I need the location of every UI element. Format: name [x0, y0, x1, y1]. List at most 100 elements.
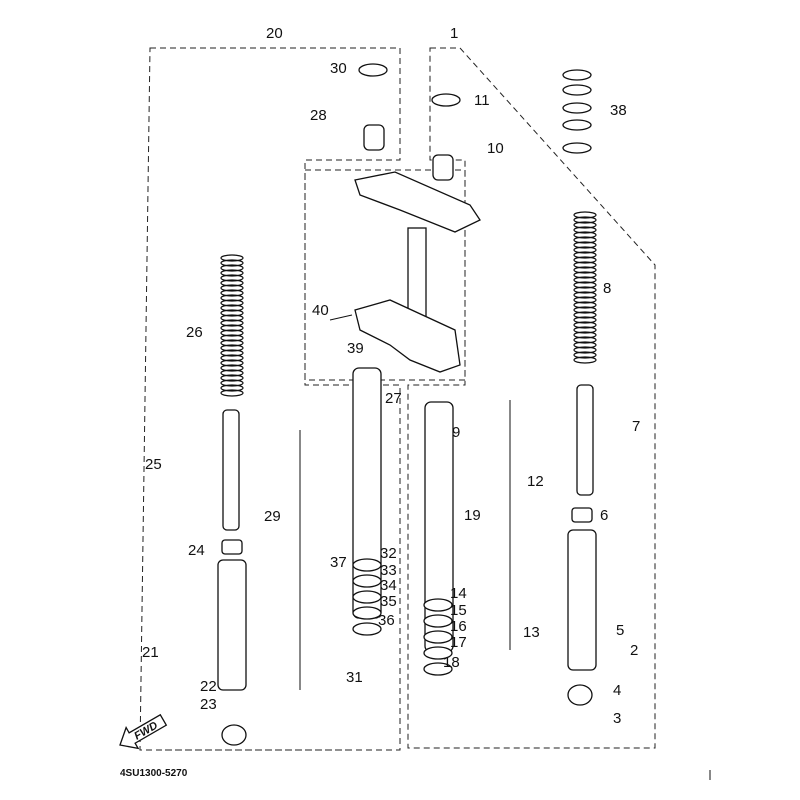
callout-2: 2: [630, 642, 638, 659]
bearing-set-38: [562, 69, 592, 154]
seal-ring: [423, 614, 453, 628]
spring-coil: [220, 319, 244, 327]
spring-coil: [220, 384, 244, 392]
callout-30: 30: [330, 60, 347, 77]
callout-35: 35: [380, 593, 397, 610]
spring-coil: [220, 259, 244, 267]
spring-coil: [220, 279, 244, 287]
spring-coil: [573, 271, 597, 279]
spring-coil: [573, 346, 597, 354]
callout-23: 23: [200, 696, 217, 713]
spring-coil: [220, 304, 244, 312]
seal-ring: [352, 574, 382, 588]
spring-coil: [573, 316, 597, 324]
callout-19: 19: [464, 507, 481, 524]
forward-arrow-icon: FWD: [119, 713, 168, 750]
callout-1: 1: [450, 25, 458, 42]
callout-24: 24: [188, 542, 205, 559]
slide-bushing-24: [221, 539, 243, 555]
callout-4: 4: [613, 682, 621, 699]
bolt-40: [329, 314, 353, 321]
callout-34: 34: [380, 577, 397, 594]
spring-coil: [220, 269, 244, 277]
seal-ring: [423, 662, 453, 676]
spring-coil: [573, 221, 597, 229]
spring-coil: [573, 321, 597, 329]
part-code: 4SU1300-5270: [120, 768, 188, 779]
callout-18: 18: [443, 654, 460, 671]
spring-coil: [220, 314, 244, 322]
cap-bolt-28: [363, 124, 385, 151]
fork-spring-left: [220, 254, 244, 397]
callout-37: 37: [330, 554, 347, 571]
under-bracket: [354, 299, 461, 373]
callout-16: 16: [450, 618, 467, 635]
callout-21: 21: [142, 644, 159, 661]
callout-11: 11: [474, 92, 490, 109]
callout-14: 14: [450, 585, 467, 602]
spring-coil: [573, 226, 597, 234]
spring-coil: [573, 291, 597, 299]
callout-15: 15: [450, 602, 467, 619]
spring-coil: [573, 301, 597, 309]
seal-stack-32-36: [352, 558, 382, 636]
spring-coil: [220, 294, 244, 302]
callout-40: 40: [312, 302, 329, 319]
cap-11: [431, 93, 461, 107]
spring-coil: [573, 241, 597, 249]
callout-17: 17: [450, 634, 467, 651]
spring-coil: [220, 364, 244, 372]
spring-coil: [220, 334, 244, 342]
spring-coil: [220, 379, 244, 387]
spring-coil: [220, 289, 244, 297]
spring-coil: [573, 326, 597, 334]
spring-coil: [573, 256, 597, 264]
spring-coil: [573, 266, 597, 274]
spring-coil: [573, 311, 597, 319]
callout-6: 6: [600, 507, 608, 524]
spring-coil: [220, 324, 244, 332]
callout-20: 20: [266, 25, 283, 42]
callout-10: 10: [487, 140, 504, 157]
spring-coil: [220, 299, 244, 307]
callout-25: 25: [145, 456, 162, 473]
spring-coil: [220, 389, 244, 397]
seal-stack-14-18: [423, 598, 453, 676]
spring-coil: [573, 336, 597, 344]
spring-coil: [220, 284, 244, 292]
outer-tube-21: [217, 559, 247, 691]
callout-8: 8: [603, 280, 611, 297]
spring-coil: [573, 216, 597, 224]
spring-coil: [573, 351, 597, 359]
callout-33: 33: [380, 562, 397, 579]
spring-coil: [220, 264, 244, 272]
callout-29: 29: [264, 508, 281, 525]
spring-coil: [573, 331, 597, 339]
spring-coil: [573, 356, 597, 364]
fwd-label: FWD: [132, 720, 160, 743]
seal-ring: [352, 622, 382, 636]
spring-coil: [220, 254, 244, 262]
spring-coil: [220, 369, 244, 377]
steering-group-boundary: [304, 169, 466, 381]
fork-spring-right: [573, 211, 597, 364]
spring-coil: [220, 309, 244, 317]
spring-coil: [220, 354, 244, 362]
slide-bushing-6: [571, 507, 593, 523]
spring-coil: [573, 261, 597, 269]
seal-ring: [352, 590, 382, 604]
spring-coil: [573, 236, 597, 244]
spring-coil: [220, 339, 244, 347]
callout-12: 12: [527, 473, 544, 490]
outer-tube-2: [567, 529, 597, 671]
damper-rod-7: [576, 384, 594, 496]
spring-coil: [573, 306, 597, 314]
damper-rod-25: [222, 409, 240, 531]
callout-26: 26: [186, 324, 203, 341]
seal-ring: [352, 558, 382, 572]
spring-coil: [220, 374, 244, 382]
spring-coil: [573, 281, 597, 289]
seal-ring: [423, 630, 453, 644]
callout-38: 38: [610, 102, 627, 119]
